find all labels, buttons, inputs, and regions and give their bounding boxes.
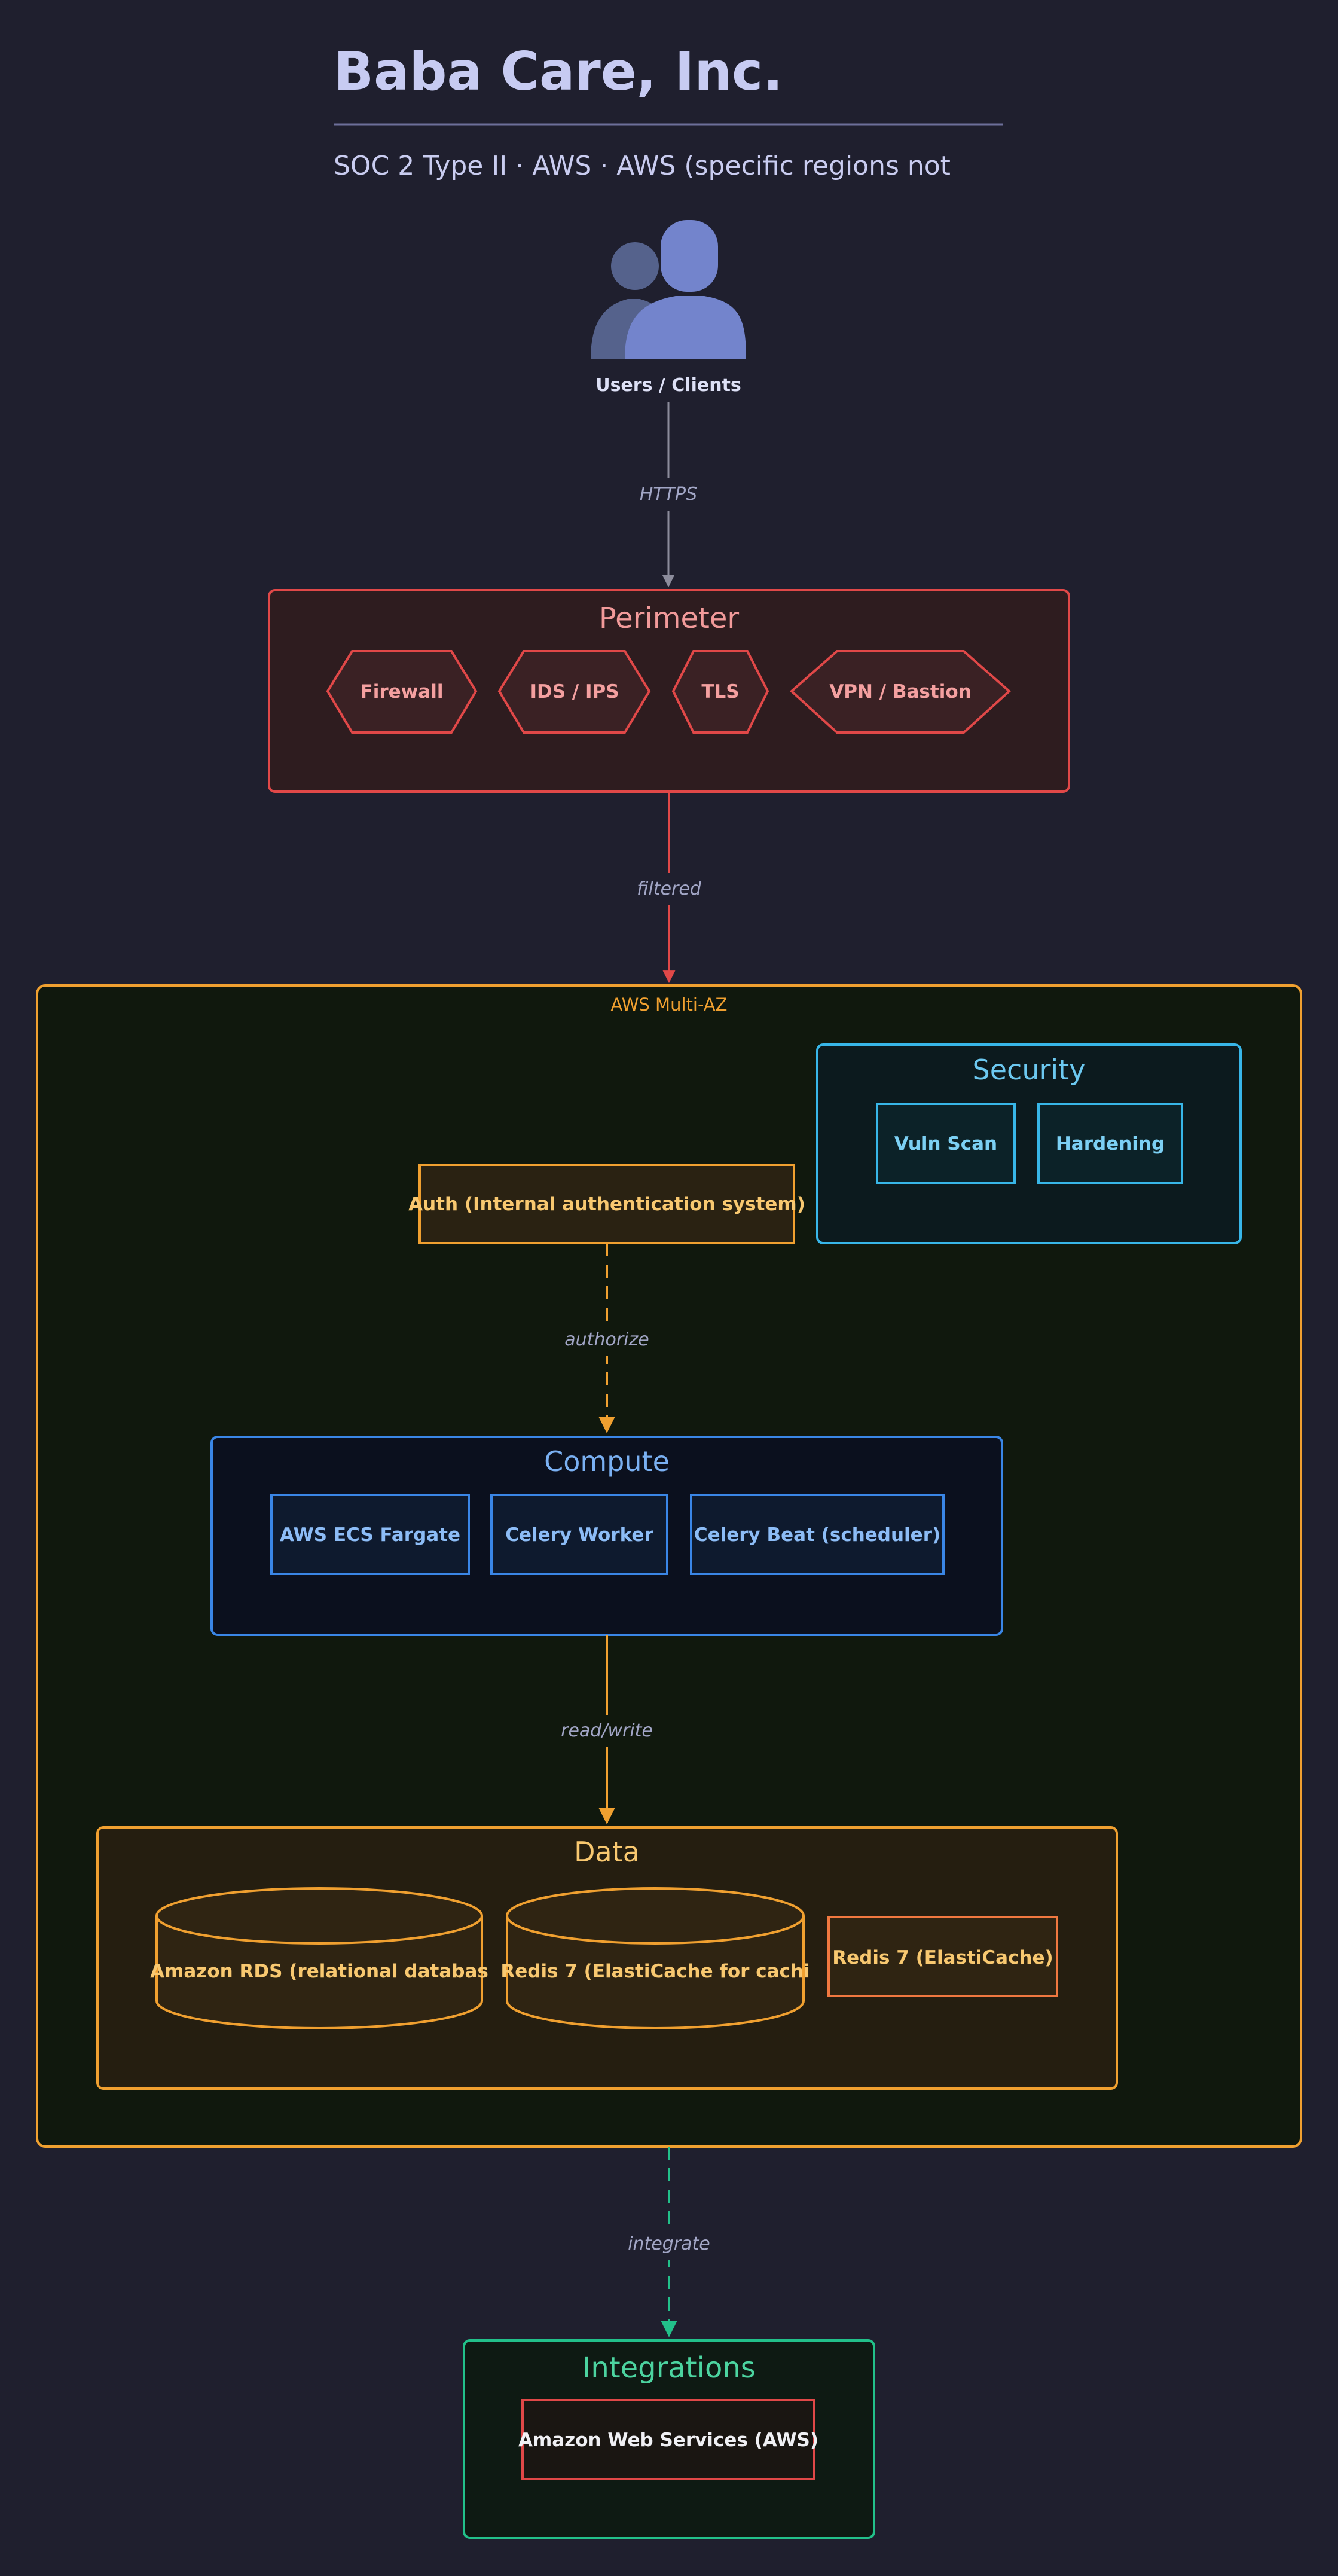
redis-cache-database-node — [506, 1887, 805, 2029]
edge-label-integrate: integrate — [628, 2233, 710, 2254]
edge-label-bg — [628, 2228, 710, 2260]
hardening-label: Hardening — [1056, 1133, 1165, 1155]
vuln-scan-label: Vuln Scan — [894, 1133, 997, 1155]
compute-title: Compute — [544, 1445, 670, 1478]
hardening-node — [1037, 1103, 1183, 1184]
integrations-group: Integrations Amazon Web Services (AWS) — [463, 2339, 875, 2539]
data-group: Data Amazon RDS (relational databas Redi… — [96, 1826, 1118, 2090]
data-title: Data — [574, 1836, 640, 1868]
edge-label-bg — [635, 873, 703, 905]
redis-elasticache-label: Redis 7 (ElastiCache) — [832, 1947, 1053, 1968]
ecs-fargate-label: AWS ECS Fargate — [280, 1524, 460, 1546]
integrations-title: Integrations — [582, 2351, 756, 2385]
auth-label: Auth (Internal authentication system) — [408, 1194, 805, 1215]
redis-elasticache-node — [827, 1916, 1058, 1997]
rds-database-node — [155, 1887, 483, 2029]
celery-beat-label: Celery Beat (scheduler) — [694, 1524, 940, 1546]
aws-integration-node — [521, 2399, 815, 2480]
perimeter-title: Perimeter — [599, 602, 739, 635]
celery-beat-node — [690, 1494, 945, 1575]
edge-label-bg — [567, 1324, 647, 1356]
vpn-bastion-node — [790, 650, 1011, 734]
ecs-fargate-node — [270, 1494, 470, 1575]
rds-database-label: Amazon RDS (relational databas — [150, 1961, 488, 1982]
page-subtitle: SOC 2 Type II · AWS · AWS (specific regi… — [334, 151, 951, 181]
vpn-bastion-label: VPN / Bastion — [829, 681, 971, 703]
firewall-node — [326, 650, 478, 734]
edge-label-filtered: filtered — [637, 878, 702, 899]
tls-node — [671, 650, 769, 734]
celery-worker-node — [490, 1494, 668, 1575]
edge-label-bg — [639, 478, 698, 511]
edge-label-authorize: authorize — [564, 1329, 649, 1350]
redis-cache-database-label: Redis 7 (ElastiCache for cachi — [500, 1961, 809, 1982]
edge-label-bg — [561, 1715, 653, 1747]
vuln-scan-node — [876, 1103, 1016, 1184]
tls-label: TLS — [701, 681, 739, 703]
firewall-label: Firewall — [361, 681, 444, 703]
ids-ips-node — [497, 650, 651, 734]
security-title: Security — [973, 1054, 1086, 1086]
edge-label-read-write: read/write — [561, 1720, 653, 1741]
celery-worker-label: Celery Worker — [505, 1524, 653, 1546]
compute-group: Compute AWS ECS Fargate Celery Worker Ce… — [210, 1436, 1003, 1636]
perimeter-group: Perimeter Firewall IDS / IPS TLS VPN / B… — [268, 589, 1070, 793]
users-label: Users / Clients — [595, 375, 741, 396]
aws-integration-label: Amazon Web Services (AWS) — [518, 2430, 818, 2451]
aws-multi-az-label: AWS Multi-AZ — [611, 994, 728, 1015]
users-icon — [591, 220, 746, 359]
edge-label-https: HTTPS — [640, 484, 697, 505]
security-group: Security Vuln Scan Hardening — [816, 1043, 1242, 1244]
page-title: Baba Care, Inc. — [334, 41, 783, 102]
ids-ips-label: IDS / IPS — [530, 681, 619, 703]
